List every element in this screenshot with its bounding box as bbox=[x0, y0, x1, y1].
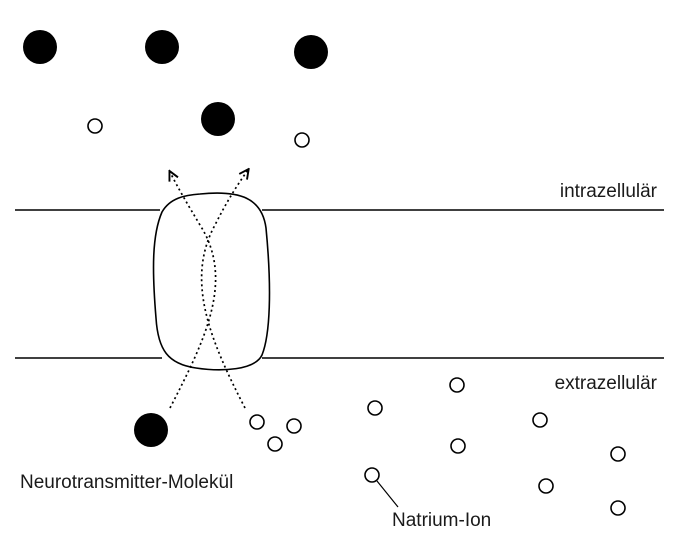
neurotransmitter-molecule bbox=[23, 30, 57, 64]
ion-channel bbox=[152, 192, 271, 371]
sodium-ion bbox=[532, 412, 548, 428]
sodium-ion bbox=[610, 500, 626, 516]
sodium-ion bbox=[449, 377, 465, 393]
sodium-ion bbox=[249, 414, 265, 430]
sodium-ion-labeled bbox=[364, 467, 380, 483]
neurotransmitter-molecule bbox=[201, 102, 235, 136]
sodium-ion bbox=[87, 118, 103, 134]
neurotransmitter-label: Neurotransmitter-Molekül bbox=[20, 472, 233, 493]
sodium-ion-leader-line bbox=[376, 480, 399, 508]
intracellular-label: intrazellulär bbox=[560, 181, 658, 202]
neurotransmitter-molecules bbox=[23, 30, 328, 447]
sodium-ion bbox=[610, 446, 626, 462]
sodium-ion bbox=[286, 418, 302, 434]
sodium-ion bbox=[538, 478, 554, 494]
pathway-arrow-right bbox=[200, 170, 248, 409]
sodium-ion bbox=[294, 132, 310, 148]
extracellular-label: extrazellulär bbox=[555, 373, 658, 394]
neurotransmitter-molecule bbox=[294, 35, 328, 69]
sodium-ions bbox=[87, 118, 626, 516]
sodium-ion bbox=[267, 436, 283, 452]
sodium-ion-label: Natrium-Ion bbox=[392, 510, 491, 531]
neurotransmitter-molecule bbox=[145, 30, 179, 64]
sodium-ion bbox=[367, 400, 383, 416]
sodium-ion bbox=[450, 438, 466, 454]
neurotransmitter-molecule bbox=[134, 413, 168, 447]
cell-membrane bbox=[15, 209, 664, 359]
pathway-arrow-left bbox=[170, 172, 217, 409]
